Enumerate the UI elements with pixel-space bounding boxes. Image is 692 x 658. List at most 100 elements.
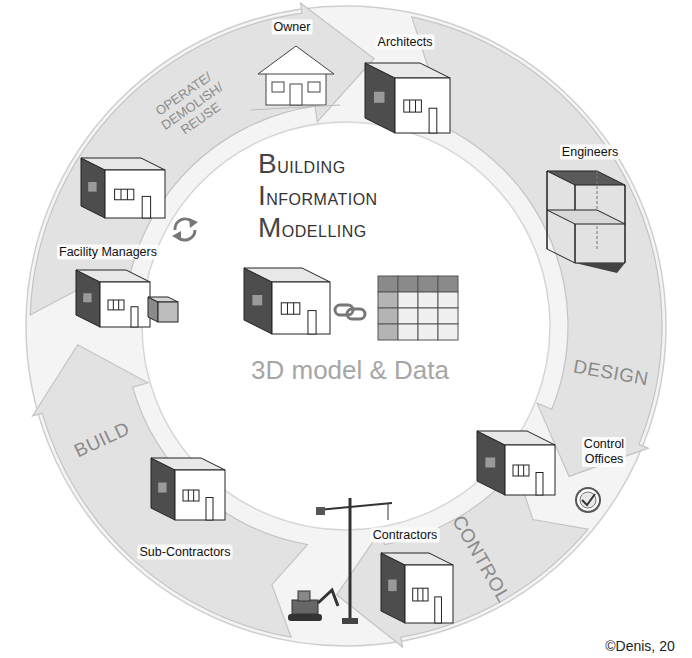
- stakeholder-label: Owner: [272, 20, 313, 35]
- drawing-part: [547, 171, 625, 185]
- drawing-part: [183, 490, 199, 501]
- data-grid: [378, 276, 458, 340]
- link-chain: [335, 305, 365, 319]
- title-word: INFORMATION: [258, 180, 378, 216]
- facility-model: [76, 270, 150, 327]
- drawing-part: [536, 473, 543, 496]
- drawing-part: [244, 268, 330, 282]
- drawing-part: [576, 488, 600, 512]
- structure-frame: [547, 171, 625, 273]
- drawing-part: [316, 507, 325, 515]
- drawing-part: [100, 282, 150, 327]
- drawing-part: [272, 82, 284, 92]
- drawing-part: [142, 196, 150, 218]
- drawing-part: [121, 189, 122, 200]
- phase-label: OPERATE/ DEMOLISH/ REUSE: [150, 67, 234, 145]
- copyright-note: ©Denis, 20: [605, 638, 674, 654]
- drawing-part: [172, 231, 181, 241]
- drawing-part: [580, 492, 596, 508]
- drawing-part: [417, 588, 418, 601]
- center-caption: 3D model & Data: [251, 355, 449, 385]
- drawing-part: [81, 158, 165, 170]
- stakeholder-label: Control Offices: [582, 437, 626, 467]
- drawing-part: [418, 292, 438, 308]
- drawing-part: [308, 311, 316, 334]
- drawing-part: [485, 458, 495, 468]
- drawing-part: [398, 292, 418, 308]
- drawing-part: [378, 276, 398, 292]
- drawing-part: [118, 300, 119, 310]
- drawing-part: [290, 84, 302, 105]
- operate-model: [81, 158, 165, 218]
- drawing-part: [523, 465, 524, 476]
- stakeholder-label: Architects: [376, 35, 435, 50]
- cycle-ring: [26, 6, 666, 646]
- drawing-part: [342, 618, 358, 624]
- drawing-part: [422, 588, 423, 601]
- title-word: BUILDING: [258, 148, 346, 184]
- stakeholder-label: Engineers: [560, 145, 620, 160]
- excavator: [288, 590, 338, 621]
- drawing-part: [148, 297, 178, 302]
- drawing-part: [258, 46, 334, 74]
- approved-stamp: [576, 488, 600, 512]
- drawing-part: [378, 308, 398, 324]
- drawing-part: [158, 302, 178, 322]
- drawing-part: [281, 303, 300, 314]
- drawing-part: [127, 189, 128, 200]
- drawing-part: [575, 263, 625, 273]
- drawing-part: [518, 465, 519, 476]
- drawing-part: [429, 108, 437, 133]
- drawing-part: [378, 324, 398, 340]
- drawing-part: [250, 105, 340, 110]
- drawing-part: [105, 170, 165, 218]
- drawing-part: [88, 182, 96, 192]
- drawing-part: [108, 300, 124, 310]
- contractor-model: [381, 553, 453, 623]
- drawing-part: [438, 292, 458, 308]
- drawing-part: [438, 276, 458, 292]
- drawing-part: [582, 494, 595, 505]
- drawing-part: [438, 308, 458, 324]
- facility-cube: [148, 297, 178, 322]
- drawing-part: [347, 309, 365, 319]
- drawing-part: [293, 303, 294, 314]
- drawing-part: [435, 597, 442, 623]
- drawing-part: [388, 504, 389, 520]
- drawing-part: [388, 580, 396, 592]
- drawing-part: [505, 445, 555, 495]
- drawing-part: [115, 189, 134, 200]
- drawing-part: [477, 431, 555, 445]
- drawing-part: [272, 282, 330, 334]
- drawing-part: [405, 565, 453, 623]
- drawing-part: [318, 590, 338, 606]
- drawing-part: [395, 78, 450, 133]
- owner-house: [250, 46, 340, 110]
- drawing-part: [193, 490, 194, 501]
- drawing-part: [76, 270, 150, 282]
- drawing-part: [206, 498, 213, 521]
- drawing-part: [151, 458, 225, 470]
- drawing-part: [418, 276, 438, 292]
- drawing-part: [292, 600, 318, 614]
- drawing-part: [513, 465, 529, 476]
- stakeholder-label: Facility Managers: [57, 245, 159, 260]
- stakeholder-label: Contractors: [371, 528, 440, 543]
- drawing-part: [266, 72, 326, 105]
- drawing-part: [252, 295, 262, 305]
- control-model: [477, 431, 555, 495]
- drawing-part: [378, 292, 398, 308]
- phase-label: DESIGN: [572, 356, 651, 391]
- drawing-part: [415, 100, 416, 112]
- drawing-part: [188, 490, 189, 501]
- drawing-part: [409, 100, 410, 112]
- drawing-part: [438, 324, 458, 340]
- drawing-part: [547, 210, 625, 224]
- architect-model: [365, 63, 450, 133]
- crane: [316, 498, 392, 624]
- drawing-part: [349, 498, 352, 620]
- drawing-part: [398, 276, 418, 292]
- drawing-part: [287, 303, 288, 314]
